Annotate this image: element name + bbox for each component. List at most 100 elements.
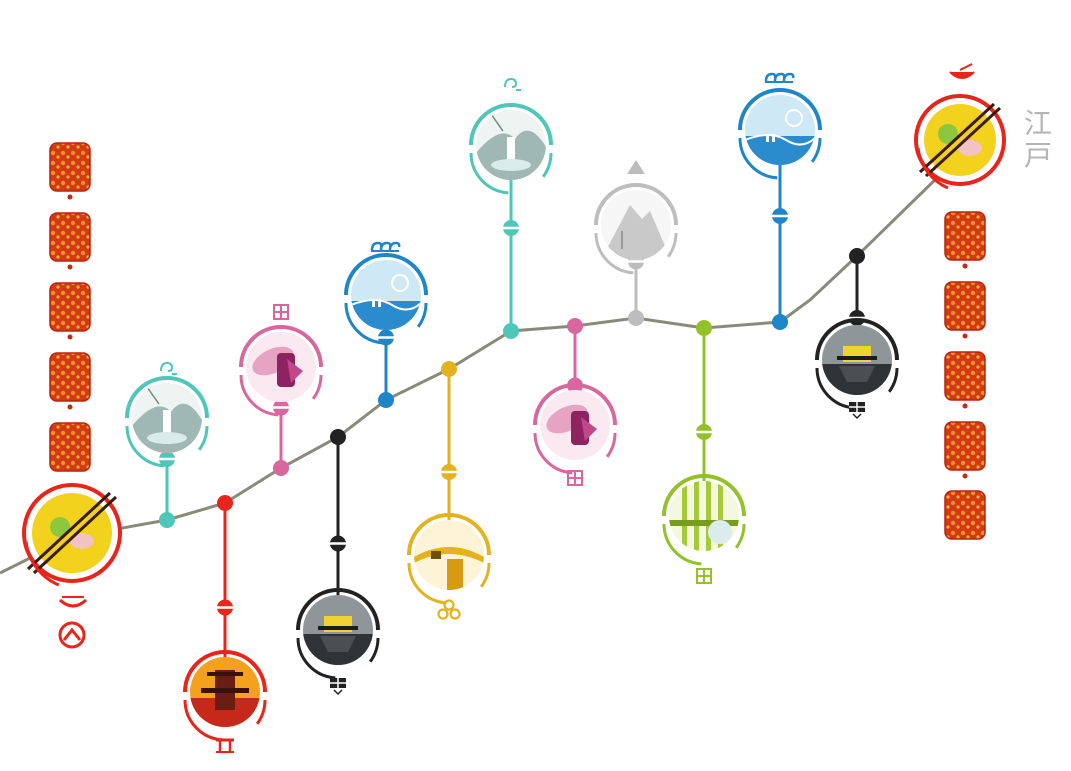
station-ring: [344, 253, 428, 296]
bowl-greens: [938, 124, 958, 144]
chopstick: [924, 106, 1002, 178]
sea-illustration: [745, 95, 815, 165]
station-ring: [594, 183, 678, 226]
station-bridge: [407, 361, 491, 620]
temple-illustration: [190, 657, 260, 727]
station-symbol-crest-icon: [330, 678, 346, 696]
station-ring: [296, 588, 380, 631]
station-castle-1: [296, 429, 380, 696]
route-node: [378, 392, 394, 408]
left-tile: [49, 422, 91, 472]
station-symbol-swirl-icon: [504, 77, 521, 91]
geisha-illustration: [540, 390, 610, 460]
right-tile: [944, 421, 986, 471]
route-line: [0, 173, 942, 575]
station-ring: [662, 474, 746, 517]
station-ring: [738, 88, 822, 131]
station-ring: [239, 325, 323, 368]
station-mountain: [594, 160, 678, 326]
route-node: [273, 460, 289, 476]
stations-layer: [125, 72, 899, 753]
station-ring: [533, 383, 617, 426]
right-tile: [944, 351, 986, 401]
station-castle-2: [815, 248, 899, 420]
station-ring: [815, 318, 899, 361]
station-sake: [239, 304, 323, 476]
right-dot: [962, 263, 968, 269]
route-node: [159, 512, 175, 528]
station-ring: [407, 513, 491, 556]
route-node: [503, 323, 519, 339]
left-dot: [67, 194, 73, 200]
end-bowl-icon: [949, 63, 975, 79]
left-terminal-tile-column: [49, 142, 91, 472]
bowl-pork: [70, 533, 94, 549]
bowl-pork: [958, 140, 982, 156]
route-node: [696, 320, 712, 336]
start-bowl-icon: [58, 596, 88, 608]
right-dot: [962, 403, 968, 409]
sea-illustration: [351, 260, 421, 330]
edo-char-2: 戸: [1024, 139, 1053, 172]
castle-illustration: [303, 595, 373, 665]
station-temple: [183, 495, 267, 753]
station-symbol-waves-icon: [764, 72, 795, 83]
waterfall-illustration: [132, 383, 202, 453]
station-symbol-coins-icon: [437, 599, 461, 620]
station-geisha: [533, 318, 617, 486]
station-sea-1: [344, 241, 428, 408]
right-dot: [962, 333, 968, 339]
route-node: [849, 248, 865, 264]
station-symbol-swirl-icon: [160, 361, 177, 375]
right-terminal-tile-column: [944, 211, 986, 540]
right-tile: [944, 490, 986, 540]
bowl-broth: [32, 493, 112, 573]
route-node: [330, 429, 346, 445]
left-tile: [49, 282, 91, 332]
station-symbol-waves-icon: [370, 241, 401, 252]
left-tile: [49, 212, 91, 262]
route-node: [217, 495, 233, 511]
route-node: [441, 361, 457, 377]
left-tile: [49, 142, 91, 192]
waterfall-illustration: [476, 110, 546, 180]
chopstick: [32, 495, 118, 575]
chopstick: [918, 102, 996, 174]
left-dot: [67, 404, 73, 410]
bamboo-illustration: [669, 481, 739, 551]
route-node: [772, 314, 788, 330]
start-arrow-icon: [58, 621, 86, 649]
bowl-greens: [50, 517, 70, 537]
station-waterfall-2: [469, 77, 553, 339]
station-ring: [125, 376, 209, 419]
station-bamboo: [662, 320, 746, 584]
castle-illustration: [822, 325, 892, 395]
left-tile: [49, 352, 91, 402]
station-symbol-torii-icon: [216, 738, 234, 753]
station-sea-2: [738, 72, 822, 330]
edo-char-1: 江: [1024, 107, 1053, 140]
edo-label: 江 戸: [1024, 107, 1053, 172]
chopstick: [26, 491, 112, 571]
right-tile: [944, 281, 986, 331]
bowl-broth: [924, 104, 996, 176]
start-terminal-ramen-bowl: [22, 483, 122, 587]
left-dot: [67, 334, 73, 340]
station-ring: [183, 650, 267, 693]
route-node: [567, 318, 583, 334]
station-symbol-kanji-icon: [273, 304, 289, 320]
sake-illustration: [246, 332, 316, 402]
end-terminal-ramen-bowl: [914, 94, 1006, 190]
left-dot: [67, 264, 73, 270]
station-symbol-crest-icon: [849, 402, 865, 420]
mountain-illustration: [601, 190, 671, 260]
terminals-layer: [22, 63, 1006, 649]
station-symbol-kanji-icon: [696, 568, 712, 584]
station-symbol-kanji-icon: [567, 470, 583, 486]
right-tile: [944, 211, 986, 261]
station-symbol-peak-icon: [627, 160, 645, 174]
route-node: [628, 310, 644, 326]
right-dot: [962, 473, 968, 479]
bridge-illustration: [414, 520, 484, 590]
